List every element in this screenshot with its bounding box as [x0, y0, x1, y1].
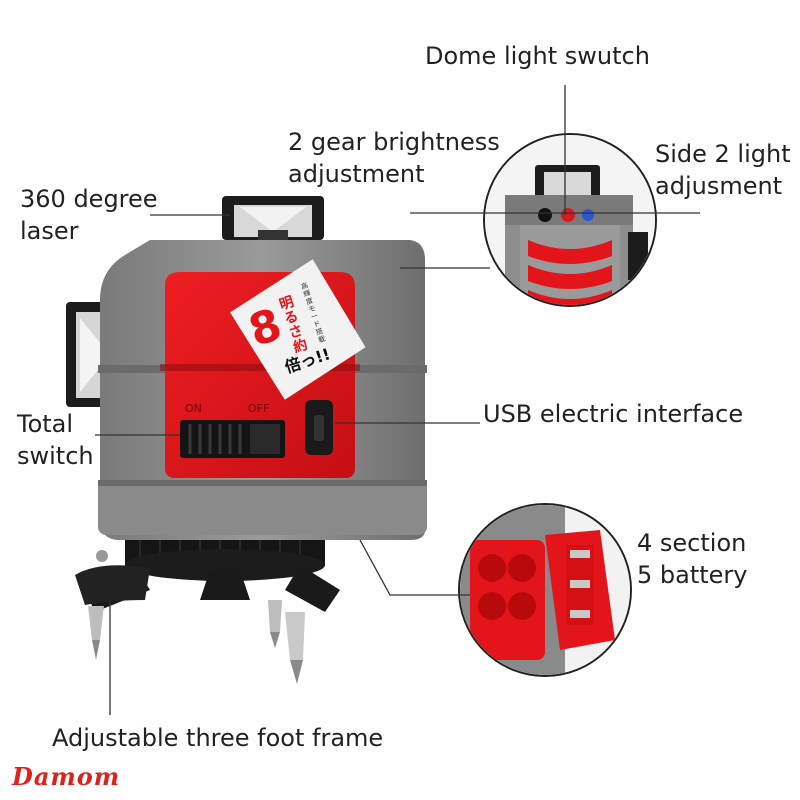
label-total-switch-line2: switch: [17, 442, 94, 470]
label-tripod-frame: Adjustable three foot frame: [52, 724, 384, 752]
switch-on-label: ON: [185, 402, 202, 415]
label-laser-line1: 360 degree: [20, 185, 158, 213]
label-battery-line2: 5 battery: [637, 561, 748, 589]
label-laser-line2: laser: [20, 217, 79, 245]
top-laser-head: [222, 196, 324, 240]
label-dome-light-switch: Dome light swutch: [425, 42, 650, 70]
label-side-light-line1: Side 2 light: [655, 140, 791, 168]
watermark-logo: Damom: [12, 762, 121, 791]
label-total-switch: Total switch: [17, 408, 94, 472]
label-battery-line1: 4 section: [637, 529, 747, 557]
leader-lines: [95, 85, 700, 715]
tripod-base: [75, 530, 340, 684]
sticker-bottom-text: 倍っ!!: [282, 344, 333, 377]
switch-off-label: OFF: [248, 402, 270, 415]
label-brightness-line2: adjustment: [288, 160, 425, 188]
label-usb-interface: USB electric interface: [483, 400, 744, 428]
label-brightness-adjustment: 2 gear brightness adjustment: [288, 126, 500, 190]
device-body: [98, 240, 427, 540]
label-side-light-line2: adjusment: [655, 172, 783, 200]
zoom-top-buttons: [483, 133, 657, 307]
label-battery: 4 section 5 battery: [637, 527, 748, 591]
zoom-battery-compartment: [458, 503, 632, 677]
label-total-switch-line1: Total: [17, 410, 74, 438]
label-side-light-adjustment: Side 2 light adjusment: [655, 138, 791, 202]
label-360-laser: 360 degree laser: [20, 183, 158, 247]
label-brightness-line1: 2 gear brightness: [288, 128, 500, 156]
